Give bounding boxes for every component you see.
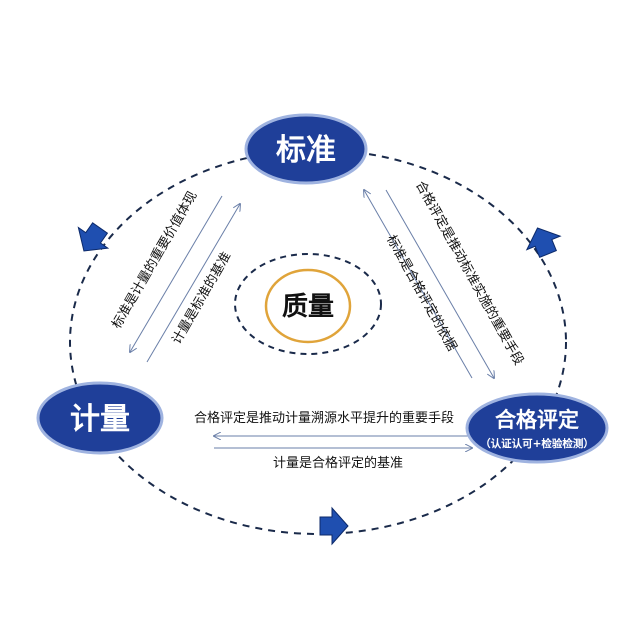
center-quality-ring: [264, 268, 352, 344]
arrow-up-right-icon: [525, 227, 562, 259]
label-bottom-top: 合格评定是推动计量溯源水平提升的重要手段: [194, 410, 454, 426]
left-arrow-inner: [146, 204, 240, 363]
right-arrow-inner: [364, 190, 473, 379]
left-arrow-outer: [130, 195, 223, 352]
node-standard-text: 标准: [276, 133, 336, 168]
node-conformity: [465, 392, 609, 464]
node-standard: [244, 113, 368, 185]
arrow-right-icon: [319, 506, 349, 546]
node-conformity-text: 合格评定: [495, 408, 579, 432]
label-left-inner: 计量是标准的基准: [169, 249, 235, 347]
arrow-down-left-icon: [77, 222, 110, 252]
label-bottom-bottom: 计量是合格评定的基准: [273, 455, 403, 471]
right-arrow-outer: [385, 189, 494, 378]
label-right-outer: 合格评定是推动标准实施的重要手段: [412, 178, 527, 368]
node-metrology-text: 计量: [70, 402, 130, 437]
node-metrology: [36, 381, 164, 455]
center-quality-text: 质量: [282, 292, 334, 322]
inner-dashed-ring: [234, 253, 382, 355]
node-conformity-subtext: （认证认可+检验检测）: [480, 437, 594, 450]
